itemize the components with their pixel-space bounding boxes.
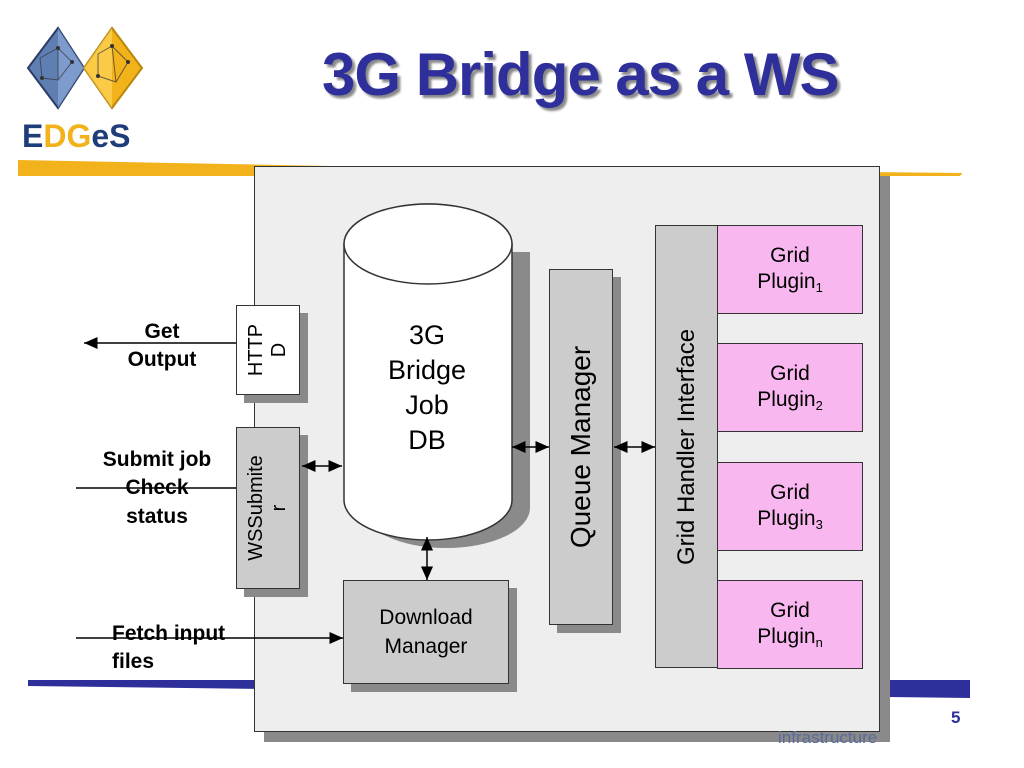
job-db-cylinder [343, 203, 530, 548]
db-line: 3G [408, 320, 446, 350]
httpd-box: HTTP D [236, 305, 300, 395]
grid-handler-box: Grid Handler Interface [655, 225, 718, 668]
get-output-label: Get Output [112, 318, 212, 375]
label-line: Fetch input [112, 622, 226, 645]
db-line: DB [408, 425, 446, 456]
label-line: Submit job [102, 448, 212, 471]
db-line: Job [405, 390, 449, 421]
plugin-title: Grid [770, 598, 810, 622]
plugin-title: Grid [770, 480, 810, 504]
label-line: status [126, 504, 188, 528]
page-number: 5 [951, 708, 961, 727]
download-manager-line: Download [379, 605, 473, 629]
label-line: files [112, 650, 155, 674]
page-title: 3G Bridge as a WS [322, 41, 839, 108]
edges-logo-icon [26, 26, 144, 110]
download-manager-line: Manager [384, 635, 468, 658]
plugin-title: Grid [770, 361, 810, 385]
job-db-label: 3G Bridge Job DB [343, 318, 511, 458]
grid-plugin-1: Grid Plugin1 [717, 225, 863, 314]
label-line: Output [127, 348, 197, 372]
label-line: Get [144, 320, 180, 343]
grid-plugin-3: Grid Plugin3 [717, 462, 863, 551]
grid-plugin-n: Grid Pluginn [717, 580, 863, 669]
fetch-input-label: Fetch input files [112, 620, 225, 677]
label-line: Check [125, 476, 189, 500]
plugin-name: Plugin1 [757, 270, 823, 295]
footer-text: infrastructure [778, 728, 878, 747]
plugin-name: Plugin3 [757, 507, 823, 532]
db-line: Bridge [387, 355, 467, 386]
grid-plugin-2: Grid Plugin2 [717, 343, 863, 432]
plugin-title: Grid [770, 243, 810, 267]
queue-manager-box: Queue Manager [549, 269, 613, 625]
submit-job-label: Submit job Check status [84, 446, 230, 531]
wssubmitter-box: WSSubmite r [236, 427, 300, 589]
plugin-name: Pluginn [757, 625, 823, 650]
logo-wordmark: EDGeS [22, 118, 131, 154]
plugin-name: Plugin2 [757, 388, 823, 413]
download-manager-box: Download Manager [343, 580, 509, 684]
